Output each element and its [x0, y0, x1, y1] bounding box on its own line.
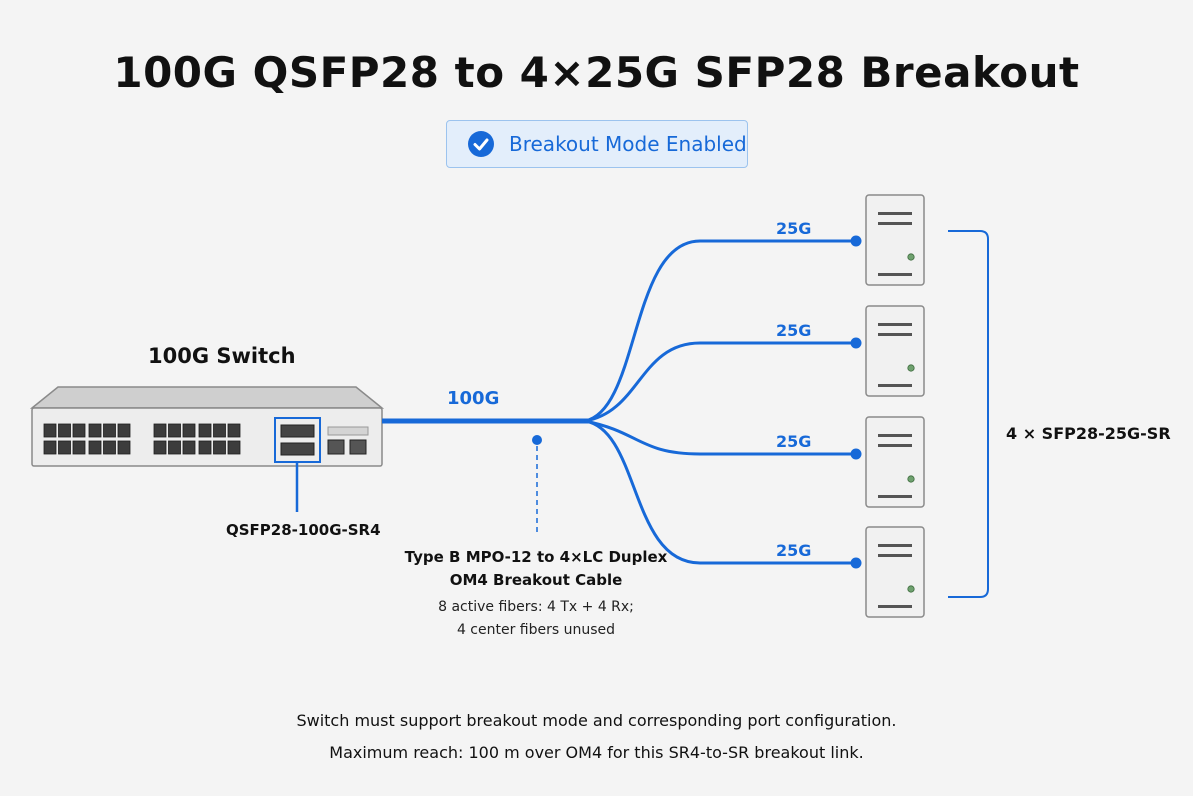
rj45-port — [88, 423, 102, 438]
switch-port-array — [43, 423, 241, 455]
rj45-port — [153, 423, 167, 438]
rj45-port — [58, 423, 71, 438]
branch-speed-label-1: 25G — [776, 219, 812, 238]
rj45-port — [72, 423, 86, 438]
server-stack — [865, 194, 925, 618]
branch-end-dot-1 — [850, 235, 862, 247]
rj45-port — [213, 440, 226, 455]
rj45-port — [168, 423, 181, 438]
rj45-port — [227, 423, 241, 438]
rj45-port — [168, 440, 181, 455]
branch-cable-4 — [584, 419, 858, 565]
branch-cable-3 — [584, 419, 858, 456]
footer-note-1: Switch must support breakout mode and co… — [296, 711, 897, 730]
badge-label: Breakout Mode Enabled — [509, 132, 747, 156]
branch-cable-2 — [584, 341, 858, 423]
branch-cable-1 — [584, 239, 858, 423]
rj45-port — [117, 423, 131, 438]
cable-title-line-1: Type B MPO-12 to 4×LC Duplex — [404, 548, 668, 566]
branch-end-dot-4 — [850, 557, 862, 569]
branch-speed-label-3: 25G — [776, 432, 812, 451]
check-circle-icon — [468, 131, 494, 157]
rj45-port — [43, 423, 57, 438]
cable-description: Type B MPO-12 to 4×LC Duplex OM4 Breakou… — [330, 546, 742, 592]
cable-callout-dot — [532, 435, 542, 445]
rj45-port — [213, 423, 226, 438]
rj45-port — [88, 440, 102, 455]
server-group-bracket — [948, 230, 989, 598]
server-group-label: 4 × SFP28-25G-SR — [1006, 424, 1171, 443]
switch-title: 100G Switch — [148, 344, 296, 368]
rj45-port — [227, 440, 241, 455]
cable-note-line-1: 8 active fibers: 4 Tx + 4 Rx; — [438, 599, 634, 615]
server-3 — [865, 416, 925, 508]
rj45-port — [43, 440, 57, 455]
branch-speed-label-2: 25G — [776, 321, 812, 340]
branch-end-dot-3 — [850, 448, 862, 460]
rj45-port — [72, 440, 86, 455]
rj45-port — [117, 440, 131, 455]
breakout-mode-badge: Breakout Mode Enabled — [446, 120, 748, 168]
server-1 — [865, 194, 925, 286]
rj45-port — [103, 440, 116, 455]
rj45-port — [198, 440, 212, 455]
diagram-title: 100G QSFP28 to 4×25G SFP28 Breakout — [113, 48, 1080, 97]
cable-note-line-2: 4 center fibers unused — [456, 622, 616, 638]
trunk-speed-label: 100G — [447, 388, 500, 409]
cable-title-line-2: OM4 Breakout Cable — [449, 571, 623, 589]
rj45-port — [153, 440, 167, 455]
rj45-port — [58, 440, 71, 455]
rj45-port — [182, 423, 196, 438]
qsfp28-module-label: QSFP28-100G-SR4 — [226, 521, 381, 539]
rj45-port — [182, 440, 196, 455]
network-switch — [29, 386, 385, 467]
rj45-port — [103, 423, 116, 438]
server-2 — [865, 305, 925, 397]
server-4 — [865, 526, 925, 618]
footer-note-2: Maximum reach: 100 m over OM4 for this S… — [329, 743, 864, 762]
cable-fiber-note: 8 active fibers: 4 Tx + 4 Rx; 4 center f… — [330, 596, 742, 642]
rj45-port — [198, 423, 212, 438]
branch-end-dot-2 — [850, 337, 862, 349]
branch-speed-label-4: 25G — [776, 541, 812, 560]
